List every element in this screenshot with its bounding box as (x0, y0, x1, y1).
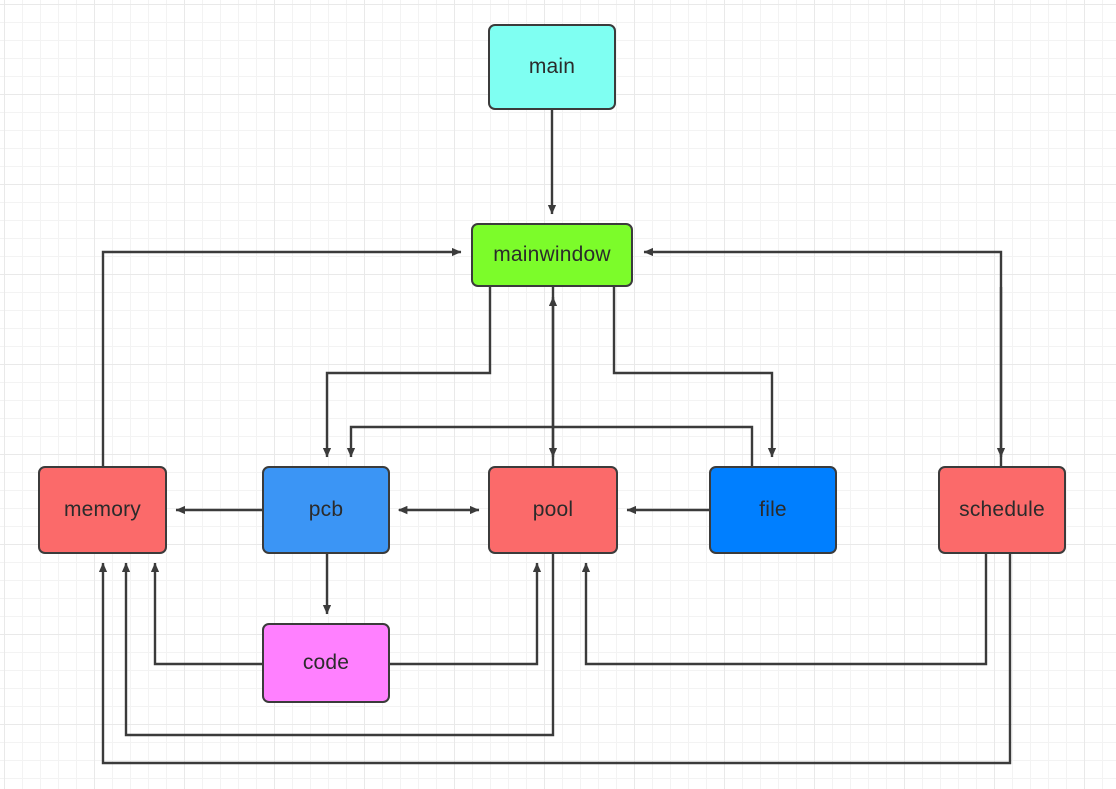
edge-mainwindow-to-file (612, 287, 777, 458)
node-main[interactable]: main (488, 24, 616, 110)
edge-file-to-pcb (346, 425, 754, 466)
node-pcb[interactable]: pcb (262, 466, 390, 554)
node-file-label: file (759, 498, 787, 521)
node-mainwindow[interactable]: mainwindow (471, 223, 633, 287)
node-code[interactable]: code (262, 623, 390, 703)
node-file[interactable]: file (709, 466, 837, 554)
node-code-label: code (302, 651, 350, 674)
node-pool-label: pool (532, 498, 574, 521)
edge-pool-to-memory (121, 554, 555, 737)
node-pool[interactable]: pool (488, 466, 618, 554)
edge-schedule-to-pool (581, 554, 988, 666)
edge-memory-to-mainwindow (101, 247, 462, 466)
node-schedule-label: schedule (959, 498, 1045, 521)
edge-code-to-pool (390, 562, 542, 666)
node-schedule[interactable]: schedule (938, 466, 1066, 554)
edge-mainwindow-to-pcb (322, 287, 492, 458)
node-main-label: main (528, 55, 576, 78)
node-mainwindow-label: mainwindow (493, 243, 611, 266)
node-pcb-label: pcb (308, 498, 344, 521)
edge-schedule-to-memory (98, 554, 1012, 765)
node-memory-label: memory (63, 498, 142, 521)
edge-code-to-memory (150, 562, 262, 666)
edge-schedule-to-mainwindow (643, 247, 1003, 466)
node-memory[interactable]: memory (38, 466, 167, 554)
